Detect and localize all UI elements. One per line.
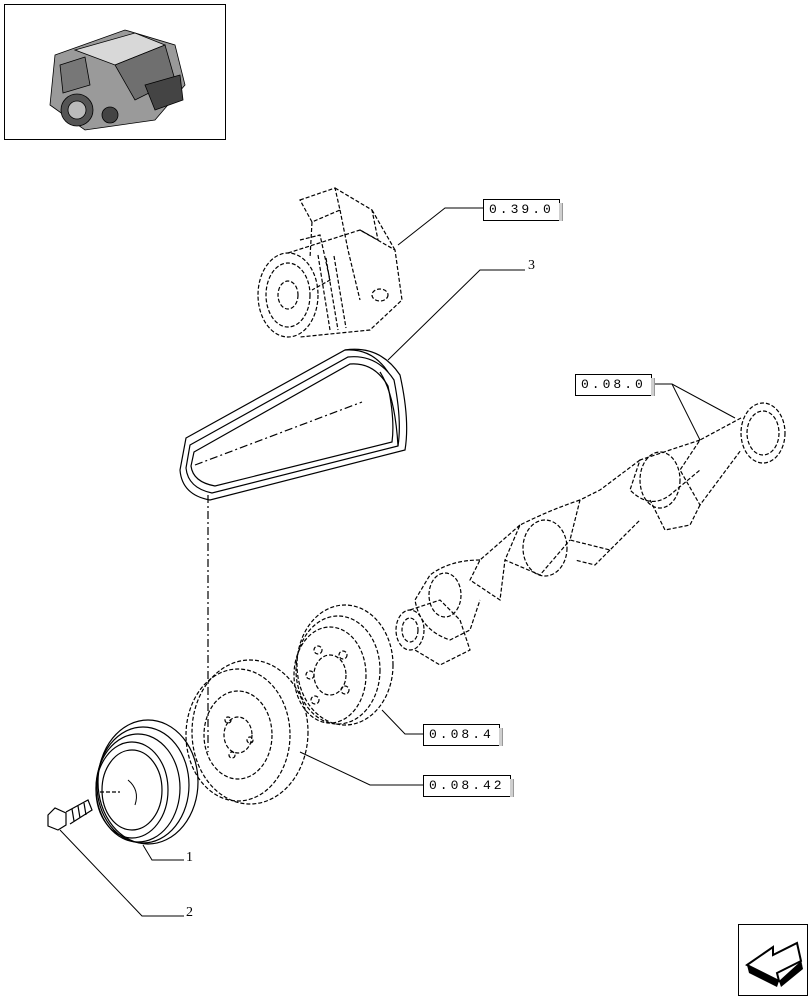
vibration-damper-drawing (293, 604, 394, 726)
ref-box-0-08-0[interactable]: 0.08.0 (575, 374, 655, 396)
ref-box-0-08-4[interactable]: 0.08.4 (423, 724, 503, 746)
ref-box-0-08-42[interactable]: 0.08.42 (423, 775, 514, 797)
next-page-arrow-icon (745, 941, 803, 987)
bolt-drawing (47, 799, 93, 831)
callout-number-3: 3 (528, 258, 535, 273)
ac-compressor-drawing (257, 187, 403, 338)
crankshaft-pulley-drawing (95, 719, 199, 845)
crankshaft-drawing (395, 402, 786, 666)
callout-number-2: 2 (186, 905, 193, 920)
pulley-hub-drawing (185, 659, 309, 805)
next-page-button[interactable] (738, 924, 808, 996)
engine-thumbnail (4, 4, 226, 140)
leader-lines (59, 207, 736, 917)
ref-box-0-39-0[interactable]: 0.39.0 (483, 199, 563, 221)
engine-thumbnail-icon (49, 29, 186, 131)
callout-number-1: 1 (186, 850, 193, 865)
drive-belt-drawing (179, 348, 408, 501)
